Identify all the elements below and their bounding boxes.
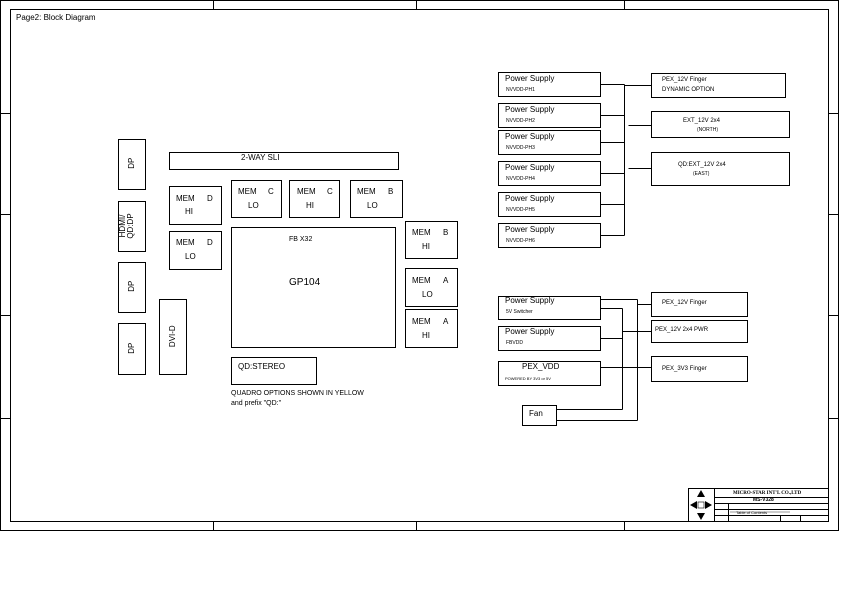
- quadro-note-line2: and prefix "QD:": [231, 400, 282, 407]
- pex-vdd-sub: POWERED BY 3V3 or 5V: [505, 376, 551, 381]
- aux2-title: Power Supply: [505, 327, 555, 336]
- pin3-line1: QD:EXT_12V 2x4: [678, 162, 726, 168]
- pin4-label: PEX_12V Finger: [662, 300, 707, 306]
- dvi-label: DVI-D: [167, 325, 177, 348]
- mem-d-hi-label: MEM: [176, 194, 195, 203]
- mem-a-lo-box: [405, 268, 458, 307]
- ps2-sub: NVVDD-PH2: [506, 118, 535, 124]
- aux2-sub: FBVDD: [506, 340, 523, 346]
- ps4-title: Power Supply: [505, 163, 555, 172]
- mem-d-lo-box: [169, 231, 222, 270]
- sli-label: 2-WAY SLI: [241, 153, 280, 162]
- ps5-title: Power Supply: [505, 194, 555, 203]
- fan-label: Fan: [529, 409, 543, 418]
- mem-a-hi-label: MEM: [412, 317, 431, 326]
- pin2-line1: EXT_12V 2x4: [683, 118, 721, 124]
- company-name: MICRO-STAR INT'L CO.,LTD: [733, 491, 802, 496]
- ps6-sub: NVVDD-PH6: [506, 238, 535, 244]
- mem-a-lo-label: MEM: [412, 276, 431, 285]
- pin1-line2: DYNAMIC OPTION: [662, 87, 715, 93]
- qd-stereo-label: QD:STEREO: [238, 362, 286, 371]
- mem-c-lo-box: [231, 180, 282, 218]
- mem-c-hi-label: MEM: [297, 187, 316, 196]
- pin2-line2: (NORTH): [697, 127, 719, 133]
- mem-c-lo-label: MEM: [238, 187, 257, 196]
- pex-vdd-title: PEX_VDD: [522, 362, 560, 371]
- mem-b-lo-label: MEM: [357, 187, 376, 196]
- dp1-box: [118, 139, 146, 190]
- mem-b-lo-box: [350, 180, 403, 218]
- ps1-sub: NVVDD-PH1: [506, 87, 535, 93]
- pin1-line1: PEX_12V Finger: [662, 77, 707, 83]
- ps3-title: Power Supply: [505, 132, 555, 141]
- ps2-title: Power Supply: [505, 105, 555, 114]
- mem-a-hi-box: [405, 309, 458, 348]
- ps5-sub: NVVDD-PH5: [506, 207, 535, 213]
- ps3-sub: NVVDD-PH3: [506, 145, 535, 151]
- hdmi-box: [118, 201, 146, 252]
- qd-stereo-box: [231, 357, 317, 385]
- mem-b-hi-box: [405, 221, 458, 259]
- quadro-note-line1: QUADRO OPTIONS SHOWN IN YELLOW: [231, 390, 364, 397]
- mem-b-hi-label: MEM: [412, 228, 431, 237]
- model-number: MS-V328: [753, 497, 774, 503]
- ps4-sub: NVVDD-PH4: [506, 176, 535, 182]
- msi-logo-icon: [690, 490, 712, 520]
- dp2-box: [118, 262, 146, 313]
- pin3-line2: (EAST): [693, 171, 710, 177]
- gpu-name: GP104: [289, 277, 321, 288]
- outer-border: [0, 0, 839, 531]
- dp3-label: DP: [126, 342, 136, 354]
- aux1-title: Power Supply: [505, 296, 555, 305]
- inner-border: [10, 9, 829, 522]
- gpu-bus-label: FB X32: [289, 236, 313, 243]
- pin5-label: PEX_12V 2x4 PWR: [655, 327, 709, 333]
- hdmi-label: HDMI/QD:DP: [118, 213, 136, 239]
- aux1-sub: 5V Switcher: [506, 309, 533, 315]
- page-title: Page2: Block Diagram: [16, 13, 96, 22]
- dvi-box: [159, 299, 187, 375]
- mem-d-hi-box: [169, 186, 222, 225]
- pin6-label: PEX_3V3 Finger: [662, 366, 707, 372]
- mem-c-hi-box: [289, 180, 340, 218]
- dp1-label: DP: [126, 157, 136, 169]
- ps1-title: Power Supply: [505, 74, 555, 83]
- mem-d-lo-label: MEM: [176, 238, 195, 247]
- gpu-box: [231, 227, 396, 348]
- ps6-title: Power Supply: [505, 225, 555, 234]
- dp2-label: DP: [126, 280, 136, 292]
- sli-box: [169, 152, 399, 170]
- dp3-box: [118, 323, 146, 375]
- document-title: Table of Contents: [736, 510, 768, 515]
